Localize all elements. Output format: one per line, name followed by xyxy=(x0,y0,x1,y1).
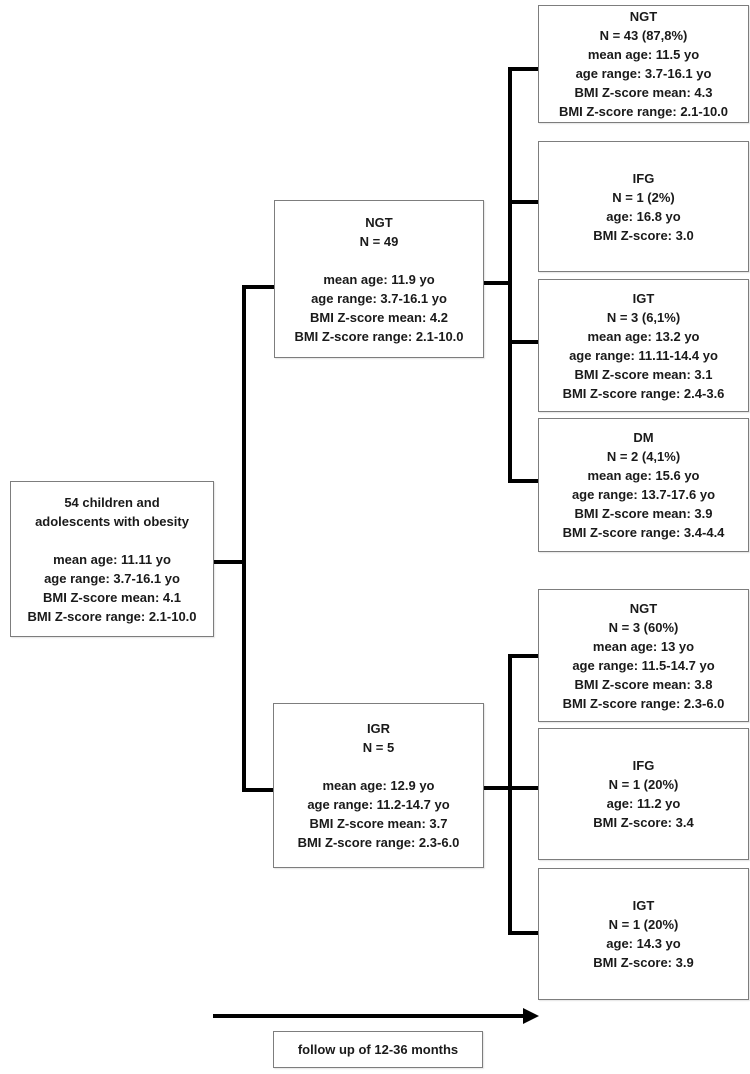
box-text-line: BMI Z-score mean: 3.8 xyxy=(574,676,713,692)
box-text-line: N = 5 xyxy=(362,740,395,755)
connector-stub-igt-outcome xyxy=(508,340,539,344)
box-text-line: mean age: 15.6 yo xyxy=(587,468,700,483)
timeline-arrow-head-icon xyxy=(523,1008,539,1024)
box-text-line: N = 1 (20%) xyxy=(608,917,679,932)
box-text-line: BMI Z-score range: 2.4-3.6 xyxy=(562,385,725,401)
box-text-line: age range: 3.7-16.1 yo xyxy=(44,570,180,586)
box-text-line: IGR xyxy=(366,721,391,736)
box-text-line: mean age: 11.5 yo xyxy=(587,47,700,62)
box-text-line: age range: 3.7-16.1 yo xyxy=(575,66,712,81)
outcome-box-igt-bottom: IGT N = 1 (20%) age: 14.3 yo BMI Z-score: 3… xyxy=(538,868,749,1000)
box-text-line: age: 11.2 yo xyxy=(606,796,681,811)
box-text-line: age range: 11.11-14.4 yo xyxy=(569,347,718,363)
box-text-line: BMI Z-score range: 2.3-6.0 xyxy=(562,695,725,711)
connector-stub-dm-outcome xyxy=(508,479,539,483)
box-text-line: NGT xyxy=(629,9,658,24)
box-text-line: BMI Z-score mean: 4.2 xyxy=(310,309,448,325)
box-text-line: IFG xyxy=(632,170,655,186)
box-text-line: mean age: 13.2 yo xyxy=(587,328,700,344)
box-text-line: BMI Z-score mean: 3.7 xyxy=(309,816,448,831)
box-text-line: IFG xyxy=(632,758,655,773)
box-text-line: BMI Z-score mean: 4.3 xyxy=(574,85,713,100)
box-text-line: BMI Z-score range: 2.1-10.0 xyxy=(294,328,464,344)
box-text-line: mean age: 11.11 yo xyxy=(53,551,171,567)
connector-left-trunk xyxy=(242,285,246,792)
box-text-line: adolescents with obesity xyxy=(35,513,189,529)
followup-label: follow up of 12-36 months xyxy=(297,1042,459,1057)
connector-stub-igt2-outcome xyxy=(508,931,539,935)
connector-stub-ifg-outcome xyxy=(508,200,539,204)
box-text-line: mean age: 12.9 yo xyxy=(322,778,435,793)
outcome-box-igt-top: IGT N = 3 (6,1%) mean age: 13.2 yo age rang… xyxy=(538,279,749,412)
box-text-line: BMI Z-score mean: 3.1 xyxy=(574,366,713,382)
outcome-box-ngt-bottom: NGT N = 3 (60%) mean age: 13 yo age range: … xyxy=(538,589,749,722)
box-text-line: BMI Z-score range: 3.4-4.4 xyxy=(562,525,725,540)
root-box: 54 children and adolescents with obesity m… xyxy=(10,481,214,637)
box-text-line: IGT xyxy=(632,290,655,306)
connector-right-top-trunk xyxy=(508,67,512,483)
box-text-line: age range: 3.7-16.1 yo xyxy=(311,290,447,306)
followup-box: follow up of 12-36 months xyxy=(273,1031,483,1068)
ngt-branch-box: NGT N = 49 mean age: 11.9 yo age range: 3.7… xyxy=(274,200,484,358)
box-text-line: BMI Z-score: 3.4 xyxy=(593,815,694,830)
box-text-line: N = 49 xyxy=(359,233,399,249)
box-text-line: BMI Z-score range: 2.1-10.0 xyxy=(558,104,729,119)
outcome-box-dm: DM N = 2 (4,1%) mean age: 15.6 yo age range… xyxy=(538,418,749,552)
box-text-line: N = 43 (87,8%) xyxy=(599,28,688,43)
timeline-arrow-shaft xyxy=(213,1014,525,1018)
connector-stub-ngt-outcome xyxy=(508,67,539,71)
outcome-box-ifg-bottom: IFG N = 1 (20%) age: 11.2 yo BMI Z-score: 3… xyxy=(538,728,749,860)
box-text-line: N = 3 (60%) xyxy=(608,619,679,635)
box-text-line: BMI Z-score: 3.9 xyxy=(593,955,694,970)
connector-trunk-to-ngt-branch xyxy=(242,285,276,289)
box-text-line: 54 children and xyxy=(64,494,160,510)
box-text-line: DM xyxy=(633,430,654,445)
igr-branch-box: IGR N = 5 mean age: 12.9 yo age range: 11.2… xyxy=(273,703,484,868)
box-text-line: age range: 11.2-14.7 yo xyxy=(307,797,450,812)
box-text-line: N = 1 (2%) xyxy=(612,189,675,205)
outcome-box-ngt-top: NGT N = 43 (87,8%) mean age: 11.5 yo age ra… xyxy=(538,5,749,123)
box-text-line: age range: 13.7-17.6 yo xyxy=(571,487,716,502)
box-text-line: age: 16.8 yo xyxy=(606,208,681,224)
box-text-line: NGT xyxy=(365,214,393,230)
box-text-line: NGT xyxy=(629,600,658,616)
connector-stub-ngt2-outcome xyxy=(508,654,539,658)
box-text-line: BMI Z-score range: 2.1-10.0 xyxy=(27,608,197,624)
box-text-line: N = 1 (20%) xyxy=(608,777,679,792)
box-text-line: age: 14.3 yo xyxy=(606,936,681,951)
connector-igr-branch-to-ifg2 xyxy=(483,786,539,790)
box-text-line: BMI Z-score mean: 3.9 xyxy=(574,506,713,521)
outcome-box-ifg-top: IFG N = 1 (2%) age: 16.8 yo BMI Z-score: 3.… xyxy=(538,141,749,272)
box-text-line: IGT xyxy=(632,898,655,913)
box-text-line: mean age: 13 yo xyxy=(592,638,695,654)
box-text-line: age range: 11.5-14.7 yo xyxy=(572,657,715,673)
connector-trunk-to-igr-branch xyxy=(242,788,275,792)
box-text-line: BMI Z-score: 3.0 xyxy=(593,227,694,243)
connector-root-to-trunk xyxy=(213,560,246,564)
connector-right-bottom-trunk xyxy=(508,654,512,935)
box-text-line: N = 3 (6,1%) xyxy=(606,309,681,325)
connector-ngt-branch-to-trunk xyxy=(483,281,512,285)
box-text-line: BMI Z-score mean: 4.1 xyxy=(43,589,181,605)
box-text-line: BMI Z-score range: 2.3-6.0 xyxy=(297,835,460,850)
box-text-line: mean age: 11.9 yo xyxy=(323,271,435,287)
box-text-line: N = 2 (4,1%) xyxy=(606,449,681,464)
